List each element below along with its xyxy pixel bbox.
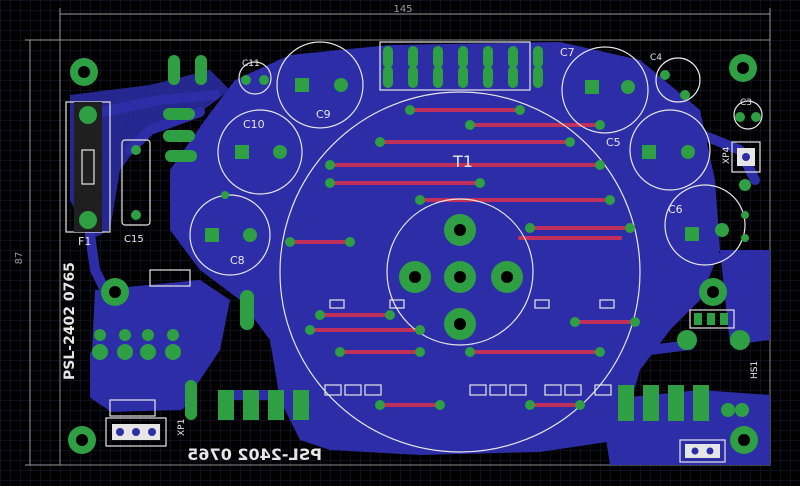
cap-c8: C8 [189,194,271,276]
cap-c3: C3 [733,98,763,130]
svg-text:C6: C6 [668,203,683,216]
svg-text:C11: C11 [242,59,260,69]
connector-bottom-right [679,439,726,463]
svg-text:F1: F1 [78,235,91,248]
cap-c11: C11 [238,59,272,95]
connector-xp4: XP4 [722,141,761,173]
bottom-right-pins [618,385,749,421]
transformer-t1: T1 [279,91,641,453]
transformer-label: T1 [452,152,473,171]
cap-c5: C5 [606,109,711,191]
board-id-vertical: PSL-2402 0765 [62,262,78,380]
dimension-height: 87 [14,39,60,466]
svg-text:XP4: XP4 [722,146,732,164]
heatsink-hs1: HS1 [677,309,760,379]
cap-c6: C6 [664,184,746,266]
header-pins-top [379,41,543,91]
connector-xp1: XP1 [105,417,187,447]
svg-text:C15: C15 [124,234,144,245]
cap-c15: C15 [121,139,151,245]
svg-text:C7: C7 [560,46,575,59]
dimension-width: 145 [59,4,771,40]
svg-text:C8: C8 [230,254,245,267]
svg-text:C5: C5 [606,136,621,149]
vias [221,105,751,410]
smd-parts [109,269,615,417]
top-traces [288,108,637,407]
height-label: 87 [14,252,25,265]
board-id-mirrored: PSL-2402 0765 [187,445,322,464]
svg-text:HS1: HS1 [750,361,760,379]
fuse-f1: F1 [65,101,111,248]
svg-text:C4: C4 [650,53,662,63]
svg-text:C10: C10 [243,118,265,131]
cap-c9: C9 [276,41,364,129]
svg-text:C3: C3 [740,98,752,108]
svg-text:XP1: XP1 [177,419,187,436]
cap-c7: C7 [560,46,649,134]
mounting-holes [68,54,758,454]
width-label: 145 [393,4,412,15]
cap-c4: C4 [650,53,701,103]
svg-text:C9: C9 [316,108,331,121]
bottom-left-components [92,290,309,420]
left-pin-group [163,55,207,162]
cap-c10: C10 [217,109,303,195]
